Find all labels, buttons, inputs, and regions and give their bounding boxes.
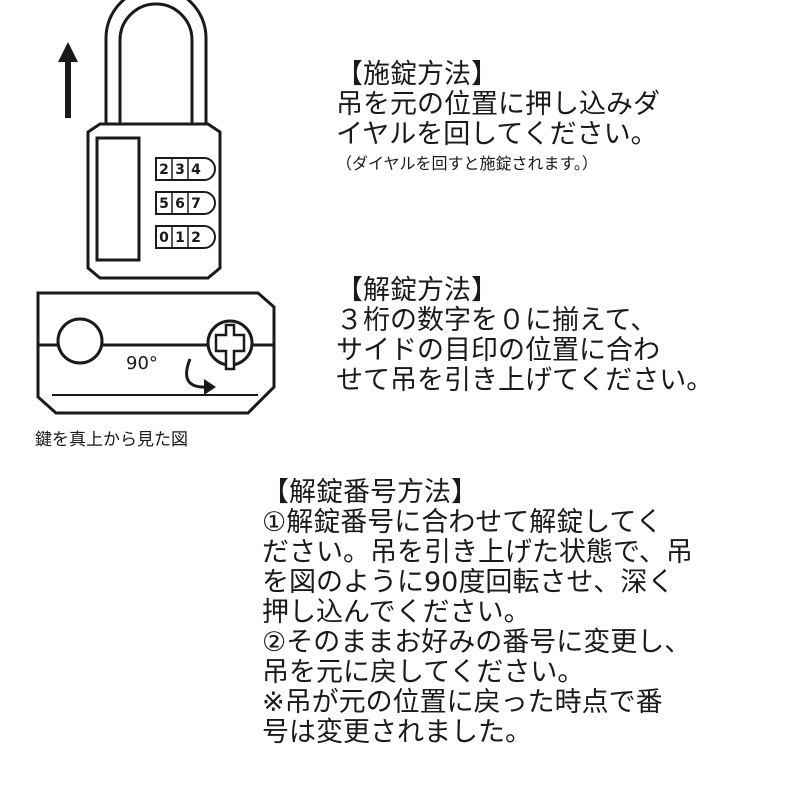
lock-note: （ダイヤルを回すと施錠されます。） (336, 154, 598, 173)
code-text-line: ださい。吊を引き上げた状態で、吊 (262, 537, 693, 568)
top-view-illustration: 90° (36, 291, 276, 415)
unlock-text-line: ３桁の数字を０に揃えて、 (336, 305, 658, 336)
up-arrow-icon (58, 42, 78, 118)
dial-digit: 7 (191, 196, 201, 212)
unlock-heading: 【解錠方法】 (336, 275, 498, 306)
code-text-line: 押し込んでください。 (262, 597, 531, 628)
code-text-line: 吊を元に戻してください。 (262, 657, 585, 688)
shackle (104, 0, 208, 128)
unlock-text-line: せて吊を引き上げてください。 (336, 365, 714, 396)
dial-digit: 4 (191, 162, 201, 178)
unlock-section: 【解錠方法】 ３桁の数字を０に揃えて、 サイドの目印の位置に合わ せて吊を引き上… (336, 276, 713, 396)
dial-row (155, 157, 216, 181)
dial-digit: 2 (159, 162, 169, 178)
top-view-body (36, 291, 276, 415)
lock-heading: 【施錠方法】 (336, 59, 498, 90)
code-heading: 【解錠番号方法】 (262, 477, 478, 508)
figure-caption: 鍵を真上から見た図 (35, 430, 188, 450)
code-text-line: ①解錠番号に合わせて解錠してく (262, 507, 663, 538)
lock-window (95, 136, 141, 262)
code-text-line: 号は変更されました。 (262, 717, 532, 748)
rotate-arrow-icon (185, 358, 216, 395)
lock-text-line: 吊を元の位置に押し込みダ (336, 89, 660, 120)
dial-digit: 5 (159, 196, 169, 212)
dial-digit: 0 (159, 230, 169, 246)
dial-row (155, 191, 216, 215)
unlock-text-line: サイドの目印の位置に合わ (336, 335, 660, 366)
code-section: 【解錠番号方法】 ①解錠番号に合わせて解錠してく ださい。吊を引き上げた状態で、… (262, 478, 693, 748)
dial-row (155, 225, 216, 249)
shackle-hole (56, 317, 104, 365)
code-text-line: ※吊が元の位置に戻った時点で番 (262, 687, 663, 718)
keyhole-icon (206, 319, 254, 371)
code-text-line: ②そのままお好みの番号に変更し、 (262, 627, 692, 658)
dial-digit: 3 (175, 162, 185, 178)
lock-text-line: イヤルを回してください。 (336, 119, 658, 150)
angle-label: 90° (126, 353, 158, 374)
dial-digit: 2 (191, 230, 201, 246)
dial-digit: 1 (175, 230, 185, 246)
dial-digit: 6 (175, 196, 185, 212)
code-text-line: を図のように90度回転させ、深く (262, 567, 675, 598)
lock-section: 【施錠方法】 吊を元の位置に押し込みダ イヤルを回してください。 （ダイヤルを回… (336, 60, 660, 178)
